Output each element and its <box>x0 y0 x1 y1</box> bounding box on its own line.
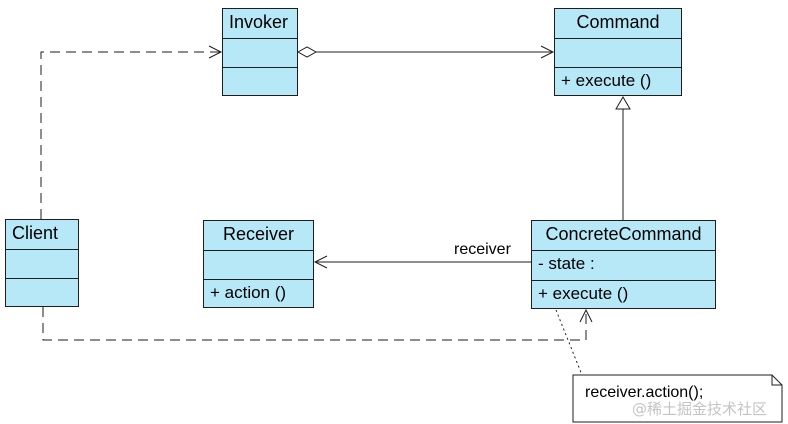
class-concretecommand: ConcreteCommand - state : + execute () <box>531 220 716 309</box>
class-command-name: Command <box>576 12 660 32</box>
aggregation-invoker-command <box>296 45 555 59</box>
class-receiver-attributes <box>204 250 313 279</box>
class-command-attributes <box>555 38 681 67</box>
watermark-text: @稀土掘金技术社区 <box>632 400 768 418</box>
class-concretecommand-operations: + execute () <box>532 280 715 308</box>
dependency-client-concretecommand <box>42 307 593 341</box>
class-command-operations: + execute () <box>555 67 681 95</box>
generalization-concretecommand-command <box>615 96 631 220</box>
note-anchor-line <box>555 309 583 376</box>
note-text: receiver.action(); <box>585 384 704 401</box>
class-invoker-name: Invoker <box>229 12 289 32</box>
class-client-attributes <box>6 249 78 278</box>
association-role-label: receiver <box>454 241 511 258</box>
class-concretecommand-attributes: - state : <box>532 250 715 280</box>
class-concretecommand-name: ConcreteCommand <box>545 224 702 244</box>
class-invoker: Invoker <box>222 8 298 96</box>
class-client-name: Client <box>12 223 59 243</box>
dependency-client-invoker <box>40 45 223 219</box>
class-command: Command + execute () <box>554 8 682 96</box>
class-client: Client <box>5 219 79 307</box>
association-concretecommand-receiver <box>313 255 531 269</box>
class-receiver-operations: + action () <box>204 279 313 307</box>
class-receiver: Receiver + action () <box>203 220 314 308</box>
note-shape <box>572 374 783 423</box>
class-client-operations <box>6 278 78 306</box>
class-receiver-name: Receiver <box>222 224 295 244</box>
class-invoker-operations <box>223 67 297 95</box>
class-invoker-attributes <box>223 38 297 67</box>
